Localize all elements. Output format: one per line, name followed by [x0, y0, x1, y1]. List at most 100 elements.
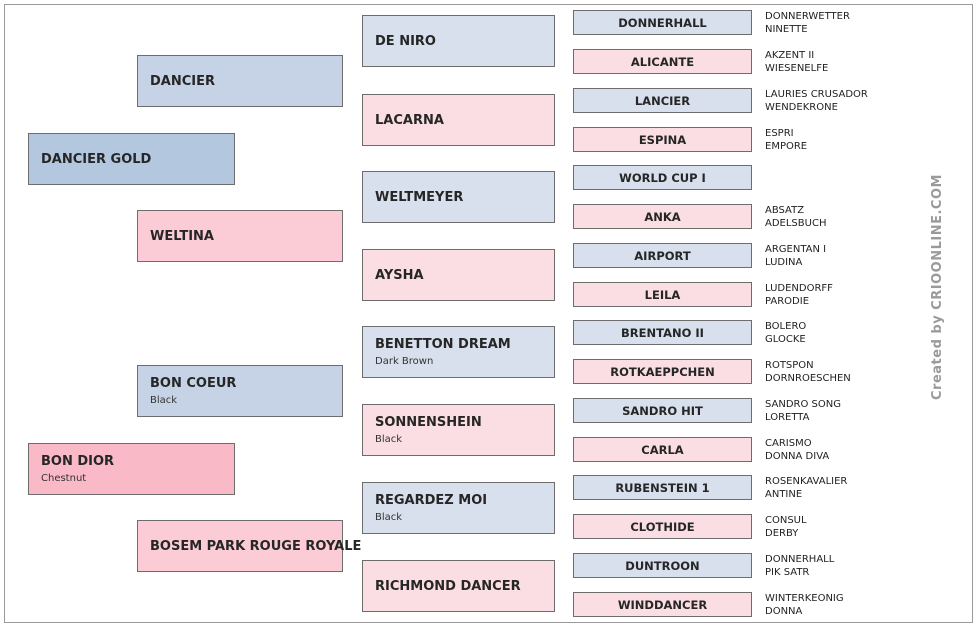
- gen4-dam: DONNA DIVA: [765, 451, 830, 462]
- dam-name: WELTINA: [150, 228, 214, 244]
- gen3-box[interactable]: LANCIER: [573, 88, 752, 113]
- gen4-sire: ROSENKAVALIER: [765, 476, 848, 487]
- gen3-box[interactable]: ANKA: [573, 204, 752, 229]
- gen3-box[interactable]: LEILA: [573, 282, 752, 307]
- gen3-box[interactable]: WORLD CUP I: [573, 165, 752, 190]
- gen3-name: ANKA: [644, 209, 681, 224]
- gen2-name: SONNENSHEIN: [375, 415, 482, 430]
- gen4-dam: DONNA: [765, 606, 803, 617]
- gen4-parents: ROTSPON DORNROESCHEN: [765, 359, 851, 385]
- dam-box[interactable]: WELTINA: [137, 210, 343, 262]
- gen4-sire: LAURIES CRUSADOR: [765, 89, 868, 100]
- gen3-box[interactable]: RUBENSTEIN 1: [573, 475, 752, 500]
- gen3-name: ROTKAEPPCHEN: [610, 364, 715, 379]
- gen4-sire: WINTERKEONIG: [765, 593, 844, 604]
- gen4-parents: SANDRO SONG LORETTA: [765, 398, 841, 424]
- gen4-sire: CONSUL: [765, 515, 807, 526]
- gen4-sire: AKZENT II: [765, 50, 815, 61]
- second-dam-name: BON DIOR: [41, 454, 115, 469]
- gen4-sire: DONNERHALL: [765, 554, 835, 565]
- gen2-box[interactable]: WELTMEYER: [362, 171, 555, 223]
- gen4-dam: DERBY: [765, 528, 799, 539]
- gen4-parents: WINTERKEONIG DONNA: [765, 592, 844, 618]
- gen4-sire: ABSATZ: [765, 205, 805, 216]
- gen2-box[interactable]: AYSHA: [362, 249, 555, 301]
- gen4-dam: WENDEKRONE: [765, 102, 838, 113]
- gen2-name: WELTMEYER: [375, 189, 464, 205]
- gen3-box[interactable]: ESPINA: [573, 127, 752, 152]
- gen3-name: LEILA: [644, 287, 681, 302]
- gen4-parents: DONNERHALL PIK SATR: [765, 553, 834, 579]
- sire-box[interactable]: DANCIER: [137, 55, 343, 107]
- gen3-box[interactable]: DUNTROON: [573, 553, 752, 578]
- subject-box[interactable]: DANCIER GOLD: [28, 133, 235, 185]
- gen3-name: RUBENSTEIN 1: [615, 480, 710, 495]
- gen3-box[interactable]: ALICANTE: [573, 49, 752, 74]
- gen4-dam: LORETTA: [765, 412, 810, 423]
- sire-name: DANCIER: [150, 73, 215, 89]
- gen2-name: AYSHA: [375, 267, 424, 283]
- gen3-box[interactable]: BRENTANO II: [573, 320, 752, 345]
- gen3-box[interactable]: WINDDANCER: [573, 592, 752, 617]
- gen2-color: Dark Brown: [375, 356, 434, 367]
- gen2-box[interactable]: LACARNA: [362, 94, 555, 146]
- gen4-dam: PIK SATR: [765, 567, 810, 578]
- gen3-name: AIRPORT: [634, 248, 691, 263]
- gen4-parents: ROSENKAVALIER ANTINE: [765, 475, 847, 501]
- gen2-color: Black: [375, 434, 403, 445]
- gen4-sire: DONNERWETTER: [765, 11, 850, 22]
- gen3-name: SANDRO HIT: [622, 403, 703, 418]
- second-dam-box[interactable]: BON DIOR Chestnut: [28, 443, 235, 495]
- gen2-name: DE NIRO: [375, 33, 436, 49]
- gen3-name: BRENTANO II: [621, 325, 704, 340]
- gen2-name: RICHMOND DANCER: [375, 578, 521, 594]
- gen4-dam: DORNROESCHEN: [765, 373, 851, 384]
- gen2-box[interactable]: SONNENSHEIN Black: [362, 404, 555, 456]
- gen2-name: REGARDEZ MOI: [375, 493, 488, 508]
- gen3-box[interactable]: CARLA: [573, 437, 752, 462]
- gen3-box[interactable]: ROTKAEPPCHEN: [573, 359, 752, 384]
- gen2-box[interactable]: REGARDEZ MOI Black: [362, 482, 555, 534]
- second-dam-dam-name: BOSEM PARK ROUGE ROYALE: [150, 538, 362, 554]
- second-sire-name: BON COEUR: [150, 376, 237, 391]
- gen4-dam: LUDINA: [765, 257, 803, 268]
- second-sire-color: Black: [150, 395, 178, 406]
- gen3-name: ALICANTE: [630, 54, 695, 69]
- gen3-name: CLOTHIDE: [630, 519, 695, 534]
- gen4-parents: LAURIES CRUSADOR WENDEKRONE: [765, 88, 868, 114]
- gen3-box[interactable]: SANDRO HIT: [573, 398, 752, 423]
- gen4-dam: NINETTE: [765, 24, 808, 35]
- gen3-name: WINDDANCER: [617, 597, 708, 612]
- gen3-name: DONNERHALL: [618, 15, 707, 30]
- gen3-name: WORLD CUP I: [619, 170, 706, 185]
- gen4-dam: ANTINE: [765, 489, 803, 500]
- gen3-name: ESPINA: [638, 132, 687, 147]
- gen2-color: Black: [375, 512, 403, 523]
- second-dam-color: Chestnut: [41, 473, 87, 484]
- gen3-box[interactable]: DONNERHALL: [573, 10, 752, 35]
- gen4-parents: AKZENT II WIESENELFE: [765, 49, 828, 75]
- gen3-name: DUNTROON: [625, 558, 700, 573]
- gen4-sire: SANDRO SONG: [765, 399, 842, 410]
- gen2-box[interactable]: BENETTON DREAM Dark Brown: [362, 326, 555, 378]
- gen4-sire: LUDENDORFF: [765, 283, 833, 294]
- second-sire-box[interactable]: BON COEUR Black: [137, 365, 343, 417]
- gen2-box[interactable]: RICHMOND DANCER: [362, 560, 555, 612]
- gen4-sire: BOLERO: [765, 321, 807, 332]
- gen3-box[interactable]: CLOTHIDE: [573, 514, 752, 539]
- gen4-sire: ESPRI: [765, 128, 794, 139]
- second-dam-dam-box[interactable]: BOSEM PARK ROUGE ROYALE: [137, 520, 362, 572]
- gen2-name: BENETTON DREAM: [375, 337, 511, 352]
- credit-watermark: Created by CRIOONLINE.COM: [930, 174, 945, 400]
- gen3-box[interactable]: AIRPORT: [573, 243, 752, 268]
- gen2-box[interactable]: DE NIRO: [362, 15, 555, 67]
- gen4-sire: ROTSPON: [765, 360, 814, 371]
- gen3-name: LANCIER: [634, 93, 691, 108]
- gen4-dam: WIESENELFE: [765, 63, 829, 74]
